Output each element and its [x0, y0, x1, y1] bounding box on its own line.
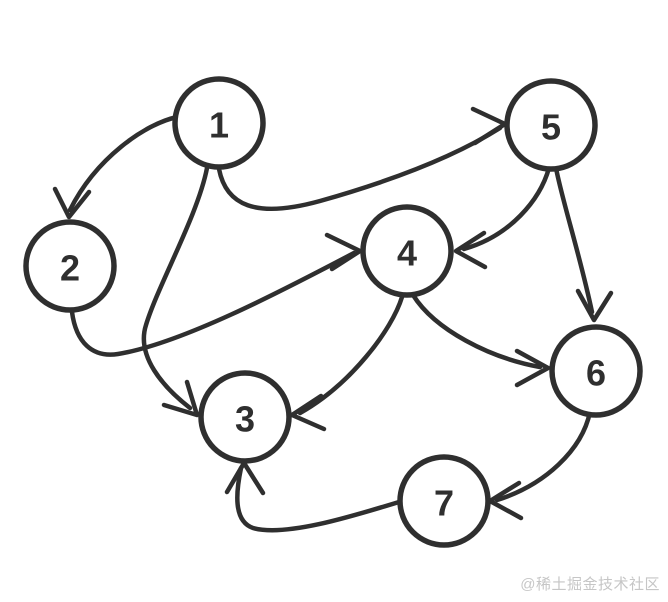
edge-line [141, 165, 210, 411]
graph-node-2: 2 [23, 219, 117, 313]
edge-line [67, 114, 180, 213]
edge-1-3 [141, 165, 210, 418]
edge-line [553, 165, 595, 315]
edge-2-4 [69, 232, 363, 357]
node-label: 5 [541, 107, 561, 148]
arrowhead-icon [514, 348, 551, 388]
edge-4-3 [289, 294, 405, 432]
node-label: 7 [434, 483, 454, 524]
arrowhead-icon [52, 186, 92, 220]
node-circle [23, 219, 117, 313]
edge-1-2 [52, 114, 180, 220]
arrowhead-icon [161, 379, 200, 418]
graph-node-1: 1 [172, 76, 266, 170]
arrowhead-icon [487, 480, 524, 521]
edge-6-7 [487, 409, 593, 521]
node-label: 2 [60, 248, 80, 289]
node-circle [504, 78, 598, 172]
edge-line [461, 165, 552, 252]
node-circle [360, 204, 454, 298]
edge-line [410, 292, 543, 370]
node-circle [198, 370, 292, 464]
graph-node-6: 6 [549, 324, 643, 418]
edge-5-6 [553, 165, 614, 323]
graph-node-4: 4 [360, 204, 454, 298]
arrowhead-icon [324, 232, 363, 272]
watermark: @稀土掘金技术社区 [520, 576, 660, 593]
edge-5-4 [453, 165, 552, 270]
edge-4-6 [410, 292, 551, 388]
graph-node-5: 5 [504, 78, 598, 172]
node-circle [172, 76, 266, 170]
node-label: 4 [397, 233, 417, 274]
arrowhead-icon [453, 230, 488, 270]
graph-node-7: 7 [397, 454, 491, 548]
edge-7-3 [224, 460, 402, 533]
node-label: 3 [235, 399, 255, 440]
graph-node-3: 3 [198, 370, 292, 464]
edge-line [216, 125, 503, 211]
arrowhead-icon [224, 460, 266, 496]
node-label: 6 [586, 353, 606, 394]
edge-line [494, 409, 593, 503]
node-circle [549, 324, 643, 418]
edge-line [297, 294, 405, 416]
node-circle [397, 454, 491, 548]
edge-line [235, 465, 402, 533]
node-label: 1 [209, 105, 229, 146]
arrowhead-icon [470, 106, 508, 146]
arrowhead-icon [289, 393, 327, 432]
edge-line [69, 250, 357, 357]
arrowhead-icon [575, 288, 614, 323]
